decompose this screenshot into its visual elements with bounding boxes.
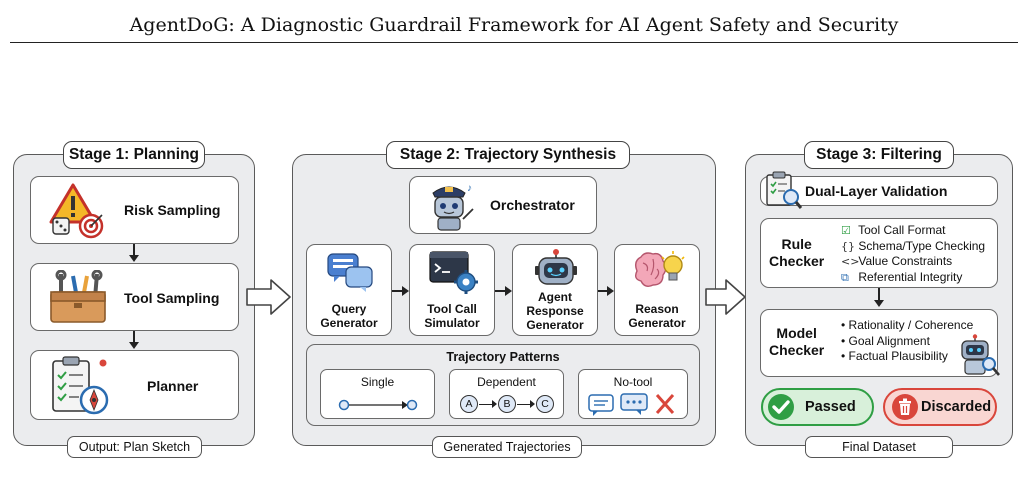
stage-1-title: Stage 1: Planning [63,141,205,169]
planner-card: Planner [30,350,239,420]
title-divider [10,42,1018,43]
braces-icon: {} [841,239,855,253]
stage-1-to-2-arrow [246,279,291,315]
rule-item: ⧉ Referential Integrity [841,269,963,284]
model-item: • Factual Plausibility [841,349,948,363]
stage-2-title: Stage 2: Trajectory Synthesis [386,141,630,169]
pattern-no-tool-label: No-tool [613,375,653,389]
link-squares-icon: ⧉ [841,270,849,284]
stage-1-output: Output: Plan Sketch [67,436,202,458]
model-item: • Goal Alignment [841,333,930,348]
robot-conductor-icon: ♪ [432,183,474,231]
stage-3-title: Stage 3: Filtering [804,141,954,169]
pattern-single-label: Single [360,375,395,389]
warning-dice-target-icon [49,183,104,239]
stage-2-output: Generated Trajectories [432,436,582,458]
reason-generator-label: Reason Generator [628,302,686,330]
model-checker-card: Model Checker • Rationality / Coherence … [760,309,1000,377]
check-circle-icon [768,394,794,420]
dual-layer-validation-card: Dual-Layer Validation [760,171,998,209]
stage-3-output: Final Dataset [805,436,953,458]
planner-label: Planner [147,378,199,394]
arrow-query-to-tool [402,286,409,296]
checkbox-icon: ☑ [841,224,851,237]
stage-2-to-3-arrow [705,279,746,315]
svg-text:♪: ♪ [467,183,472,194]
orchestrator-card: ♪ Orchestrator [409,176,597,234]
dependent-node-c: C [536,395,554,413]
rule-item: ☑ Tool Call Format [841,223,946,237]
tool-sampling-card: Tool Sampling [30,263,239,331]
risk-sampling-card: Risk Sampling [30,176,239,244]
dependent-node-b: B [498,395,516,413]
rule-checker-label: Rule Checker [769,236,825,269]
agent-response-generator-card: Agent Response Generator [512,244,598,336]
page-title: AgentDoG: A Diagnostic Guardrail Framewo… [129,14,899,36]
tool-sampling-label: Tool Sampling [124,290,220,306]
rule-checker-list: ☑ Tool Call Format {} Schema/Type Checki… [841,223,985,285]
dual-layer-validation-label: Dual-Layer Validation [805,183,948,199]
risk-sampling-label: Risk Sampling [124,202,221,218]
query-generator-card: Query Generator [306,244,392,336]
agent-response-generator-label: Agent Response Generator [526,290,584,332]
terminal-gear-icon [429,251,478,294]
discarded-label: Discarded [921,399,992,415]
passed-badge: Passed [761,388,874,426]
rule-checker-card: Rule Checker ☑ Tool Call Format {} Schem… [760,218,998,288]
model-checker-label: Model Checker [769,325,825,358]
robot-magnifier-icon [961,334,1000,376]
pattern-dependent: Dependent A B C [449,369,564,419]
discarded-badge: Discarded [883,388,997,426]
arrow-agent-to-reason [607,286,614,296]
tool-call-simulator-card: Tool Call Simulator [409,244,495,336]
model-checker-list: • Rationality / Coherence • Goal Alignme… [841,318,973,365]
trajectory-patterns-title: Trajectory Patterns [446,350,560,364]
tool-call-simulator-label: Tool Call Simulator [424,302,480,330]
clipboard-magnifier-icon [766,171,803,209]
pattern-dependent-label: Dependent [477,375,536,389]
arrow-rule-to-model [878,288,880,301]
reason-generator-card: Reason Generator [614,244,700,336]
rule-item: {} Schema/Type Checking [841,238,986,253]
arrow-tool-to-planner [133,331,135,343]
chat-no-tool-icon [588,393,675,416]
single-flow-icon [338,399,418,411]
pattern-single: Single [320,369,435,419]
arrow-tool-to-agent [505,286,512,296]
arrow-risk-to-tool [133,244,135,256]
trajectory-patterns-panel: Trajectory Patterns Single Dependent A B… [306,344,700,426]
toolbox-icon [50,270,106,323]
model-item: • Rationality / Coherence [841,318,974,332]
trash-icon [892,394,918,420]
robot-head-icon [535,249,577,285]
rule-item: <> Value Constraints [841,254,953,268]
dependent-node-a: A [460,395,478,413]
angle-brackets-icon: <> [841,255,860,268]
brain-bulb-icon [634,251,685,288]
clipboard-compass-icon [52,356,109,415]
orchestrator-label: Orchestrator [490,197,575,213]
chat-bubbles-icon [327,253,373,292]
passed-label: Passed [805,399,856,415]
pattern-no-tool: No-tool [578,369,688,419]
query-generator-label: Query Generator [320,302,378,330]
